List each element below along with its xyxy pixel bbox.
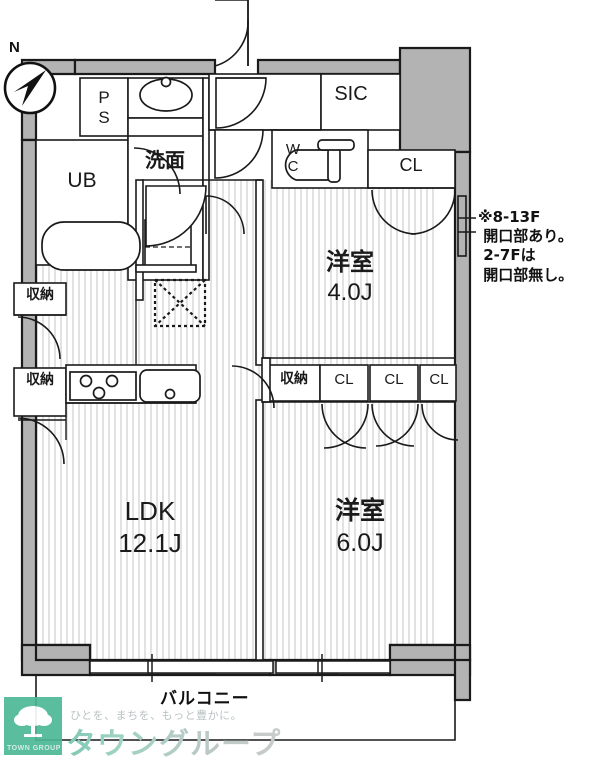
void-marker (153, 278, 207, 328)
windows (89, 654, 391, 682)
fixtures (41, 76, 355, 403)
brand-name: タウングループ (66, 719, 281, 763)
tree-icon (14, 706, 52, 737)
toilet-fixture (284, 139, 355, 183)
opening-note: ※8-13F 開口部あり。 2-7Fは 開口部無し。 (478, 208, 574, 284)
town-group-logo-mark: TOWN GROUP (4, 697, 62, 755)
logo-mark-text: TOWN GROUP (7, 745, 61, 752)
compass-rose (3, 61, 57, 115)
brand-tagline: ひとを、まちを、もっと豊かに。 (70, 709, 243, 722)
door-swings (17, 0, 459, 465)
opening-marks (457, 195, 476, 257)
balcony-label: バルコニー (160, 689, 250, 709)
